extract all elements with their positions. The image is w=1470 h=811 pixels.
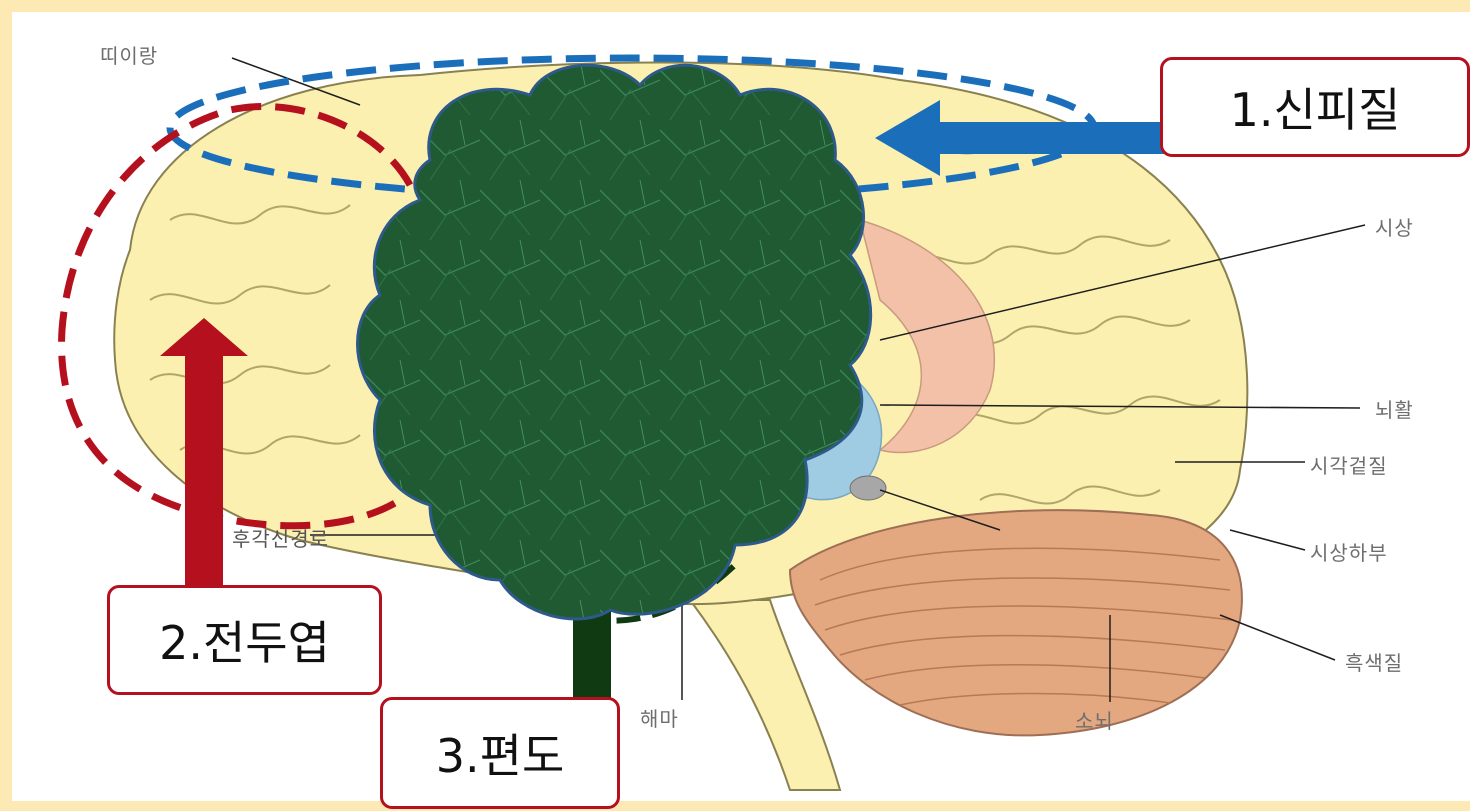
label-substantia-nigra: 흑색질: [1345, 647, 1403, 676]
callout-cortex: 1.신피질: [1160, 57, 1470, 157]
callout-frontal-lobe: 2.전두엽: [107, 585, 382, 695]
label-thalamus: 시상: [1375, 212, 1414, 241]
cerebellum: [790, 510, 1242, 735]
label-hippocampus: 해마: [640, 703, 679, 732]
label-cerebellum: 소뇌: [1075, 705, 1114, 734]
label-hypothalamus: 시상하부: [1310, 537, 1388, 566]
label-olfactory: 후각신경로: [232, 523, 329, 552]
label-cingulate: 띠이랑: [100, 40, 158, 69]
label-visual-cortex: 시각겉질: [1310, 450, 1388, 479]
label-fornix: 뇌활: [1375, 394, 1414, 423]
hypothalamus-node: [850, 476, 886, 500]
callout-amygdala: 3.편도: [380, 697, 620, 809]
